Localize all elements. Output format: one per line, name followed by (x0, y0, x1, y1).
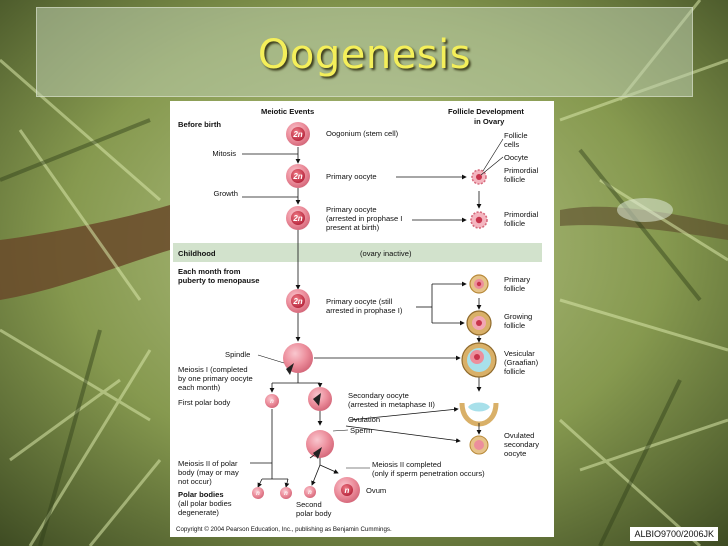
growing-follicle (466, 310, 492, 336)
oogonium-cell: 2n (286, 122, 310, 146)
label-meiosis2-1: Meiosis II completed (372, 460, 441, 469)
label-primary-arrested-2: (arrested in prophase I (326, 214, 402, 223)
label-primary-still-2: arrested in prophase I) (326, 306, 403, 315)
secondary-oocyte-cell (308, 387, 332, 411)
label-each-month-1: Each month from (178, 267, 241, 276)
label-meiosis1-3: each month) (178, 383, 221, 392)
label-meiosis1-1: Meiosis I (completed (178, 365, 248, 374)
meiosis-i-cell (283, 343, 313, 375)
fertilized-oocyte-cell (306, 430, 334, 459)
svg-text:n: n (284, 491, 288, 497)
svg-text:n: n (270, 399, 274, 405)
label-meiosis2p-2: body (may or may (178, 468, 239, 477)
label-primary-arrested-1: Primary oocyte (326, 205, 377, 214)
label-ovulation: Ovulation (348, 415, 380, 424)
label-meiosis1-2: by one primary oocyte (178, 374, 253, 383)
label-polar-bodies-3: degenerate) (178, 508, 219, 517)
copyright-note: Copyright © 2004 Pearson Education, Inc.… (176, 526, 392, 533)
svg-text:n: n (308, 490, 312, 496)
svg-text:n: n (256, 491, 260, 497)
label-ovum: Ovum (366, 486, 386, 495)
svg-text:2n: 2n (292, 297, 302, 306)
oogenesis-figure: Meiotic Events Follicle Development in O… (170, 101, 554, 537)
header-in-ovary: in Ovary (474, 117, 505, 126)
ovum-cell: n (334, 477, 360, 503)
primary-oocyte-arrested-cell: 2n (286, 206, 310, 230)
label-secondary-1: Secondary oocyte (348, 391, 409, 400)
primary-oocyte-cell: 2n (286, 164, 310, 188)
svg-text:2n: 2n (292, 172, 302, 181)
svg-text:2n: 2n (292, 130, 302, 139)
label-meiosis2p-3: not occur) (178, 477, 212, 486)
primordial-follicle-1 (471, 169, 487, 185)
primary-oocyte-still-arrested-cell: 2n (286, 289, 310, 313)
label-ovary-inactive: (ovary inactive) (360, 249, 412, 258)
oogenesis-diagram: Meiotic Events Follicle Development in O… (173, 107, 542, 533)
label-vesicular-1: Vesicular (504, 349, 535, 358)
label-growing-2: follicle (504, 321, 525, 330)
polar-body-2-cell: n (280, 487, 292, 499)
svg-text:2n: 2n (292, 214, 302, 223)
label-sperm: Sperm (350, 426, 372, 435)
label-primordial-2b: follicle (504, 219, 525, 228)
primary-follicle (469, 274, 489, 294)
label-primary-arrested-3: present at birth) (326, 223, 380, 232)
label-meiosis2-2: (only if sperm penetration occurs) (372, 469, 485, 478)
label-primordial-1b: follicle (504, 175, 525, 184)
svg-text:n: n (345, 486, 350, 495)
label-growth: Growth (214, 189, 238, 198)
primordial-follicle-2 (470, 211, 488, 229)
label-childhood: Childhood (178, 249, 216, 258)
label-primary-follicle-1: Primary (504, 275, 530, 284)
label-polar-bodies-1: Polar bodies (178, 490, 224, 499)
polar-body-1-cell: n (252, 487, 264, 499)
label-ovulated-2: secondary (504, 440, 539, 449)
ovulated-secondary-oocyte-cell (469, 435, 489, 455)
second-polar-body-cell: n (304, 486, 316, 498)
label-first-polar-body: First polar body (178, 398, 231, 407)
label-polar-bodies-2: (all polar bodies (178, 499, 232, 508)
label-mitosis: Mitosis (212, 149, 236, 158)
label-ovulated-3: oocyte (504, 449, 526, 458)
label-vesicular-2: (Graafian) (504, 358, 539, 367)
first-polar-body-cell: n (265, 394, 279, 408)
title-band: Oogenesis (36, 7, 693, 97)
label-growing-1: Growing (504, 312, 532, 321)
label-secondary-2: (arrested in metaphase II) (348, 400, 435, 409)
label-vesicular-3: follicle (504, 367, 525, 376)
childhood-band (173, 243, 542, 262)
label-primordial-1a: Primordial (504, 166, 538, 175)
label-follicle-cells-2: cells (504, 140, 519, 149)
slide-title: Oogenesis (257, 32, 472, 78)
label-oocyte: Oocyte (504, 153, 528, 162)
label-primordial-2a: Primordial (504, 210, 538, 219)
slide-credit: ALBIO9700/2006JK (630, 527, 718, 541)
header-follicle-development: Follicle Development (448, 107, 524, 116)
ovulation-follicle (459, 402, 499, 427)
label-oogonium: Oogonium (stem cell) (326, 129, 399, 138)
label-second-polar-1: Second (296, 500, 322, 509)
label-follicle-cells-1: Follicle (504, 131, 528, 140)
label-primary-still-1: Primary oocyte (still (326, 297, 393, 306)
label-primary-follicle-2: follicle (504, 284, 525, 293)
label-before-birth: Before birth (178, 120, 221, 129)
label-ovulated-1: Ovulated (504, 431, 534, 440)
vesicular-follicle (461, 342, 497, 378)
label-second-polar-2: polar body (296, 509, 332, 518)
label-spindle: Spindle (225, 350, 250, 359)
header-meiotic-events: Meiotic Events (261, 107, 314, 116)
label-meiosis2p-1: Meiosis II of polar (178, 459, 238, 468)
label-primary-oocyte: Primary oocyte (326, 172, 377, 181)
label-each-month-2: puberty to menopause (178, 276, 259, 285)
